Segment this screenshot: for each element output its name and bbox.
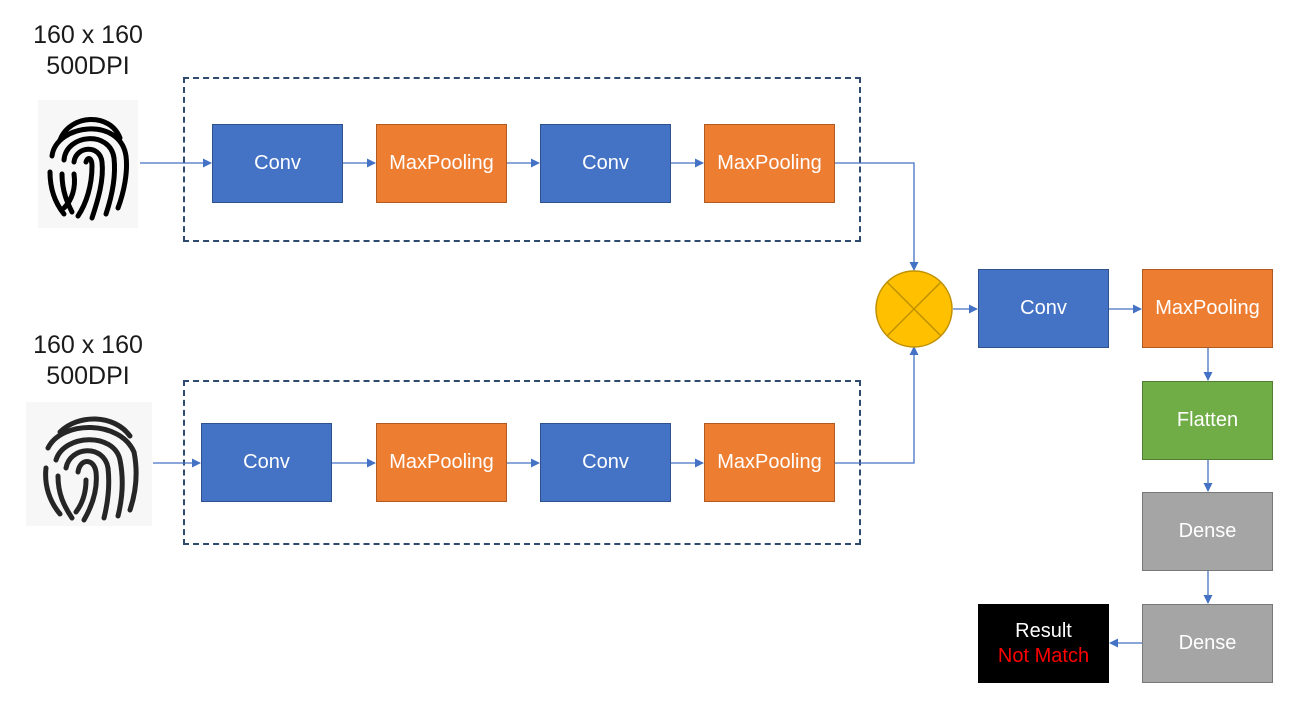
- top-conv-2: Conv: [540, 124, 671, 203]
- result-title: Result: [1015, 619, 1072, 642]
- branch-top-group: [183, 77, 861, 242]
- input-dpi-top: 500DPI: [46, 52, 130, 80]
- bottom-conv-2: Conv: [540, 423, 671, 502]
- bottom-maxpooling-2: MaxPooling: [704, 423, 835, 502]
- top-maxpooling-1: MaxPooling: [376, 124, 507, 203]
- fingerprint-icon: [38, 100, 138, 228]
- merge-conv: Conv: [978, 269, 1109, 348]
- dense-layer-1: Dense: [1142, 492, 1273, 571]
- result-box: Result Not Match: [978, 604, 1109, 683]
- bottom-maxpooling-1: MaxPooling: [376, 423, 507, 502]
- input-dpi-bottom: 500DPI: [46, 362, 130, 390]
- merge-maxpooling: MaxPooling: [1142, 269, 1273, 348]
- top-conv-1: Conv: [212, 124, 343, 203]
- flatten-layer: Flatten: [1142, 381, 1273, 460]
- result-status: Not Match: [997, 644, 1090, 667]
- fingerprint-icon: [26, 402, 152, 526]
- top-maxpooling-2: MaxPooling: [704, 124, 835, 203]
- input-size-label-top: 160 x 160 500DPI: [18, 20, 158, 82]
- dense-layer-2: Dense: [1142, 604, 1273, 683]
- arrow-bottom-to-merge: [835, 346, 919, 464]
- input-size-bottom: 160 x 160: [33, 331, 143, 359]
- input-size-top: 160 x 160: [33, 21, 143, 49]
- multiply-merge-icon: [875, 270, 953, 348]
- input-size-label-bottom: 160 x 160 500DPI: [18, 330, 158, 392]
- arrow-top-to-merge: [835, 162, 919, 271]
- bottom-conv-1: Conv: [201, 423, 332, 502]
